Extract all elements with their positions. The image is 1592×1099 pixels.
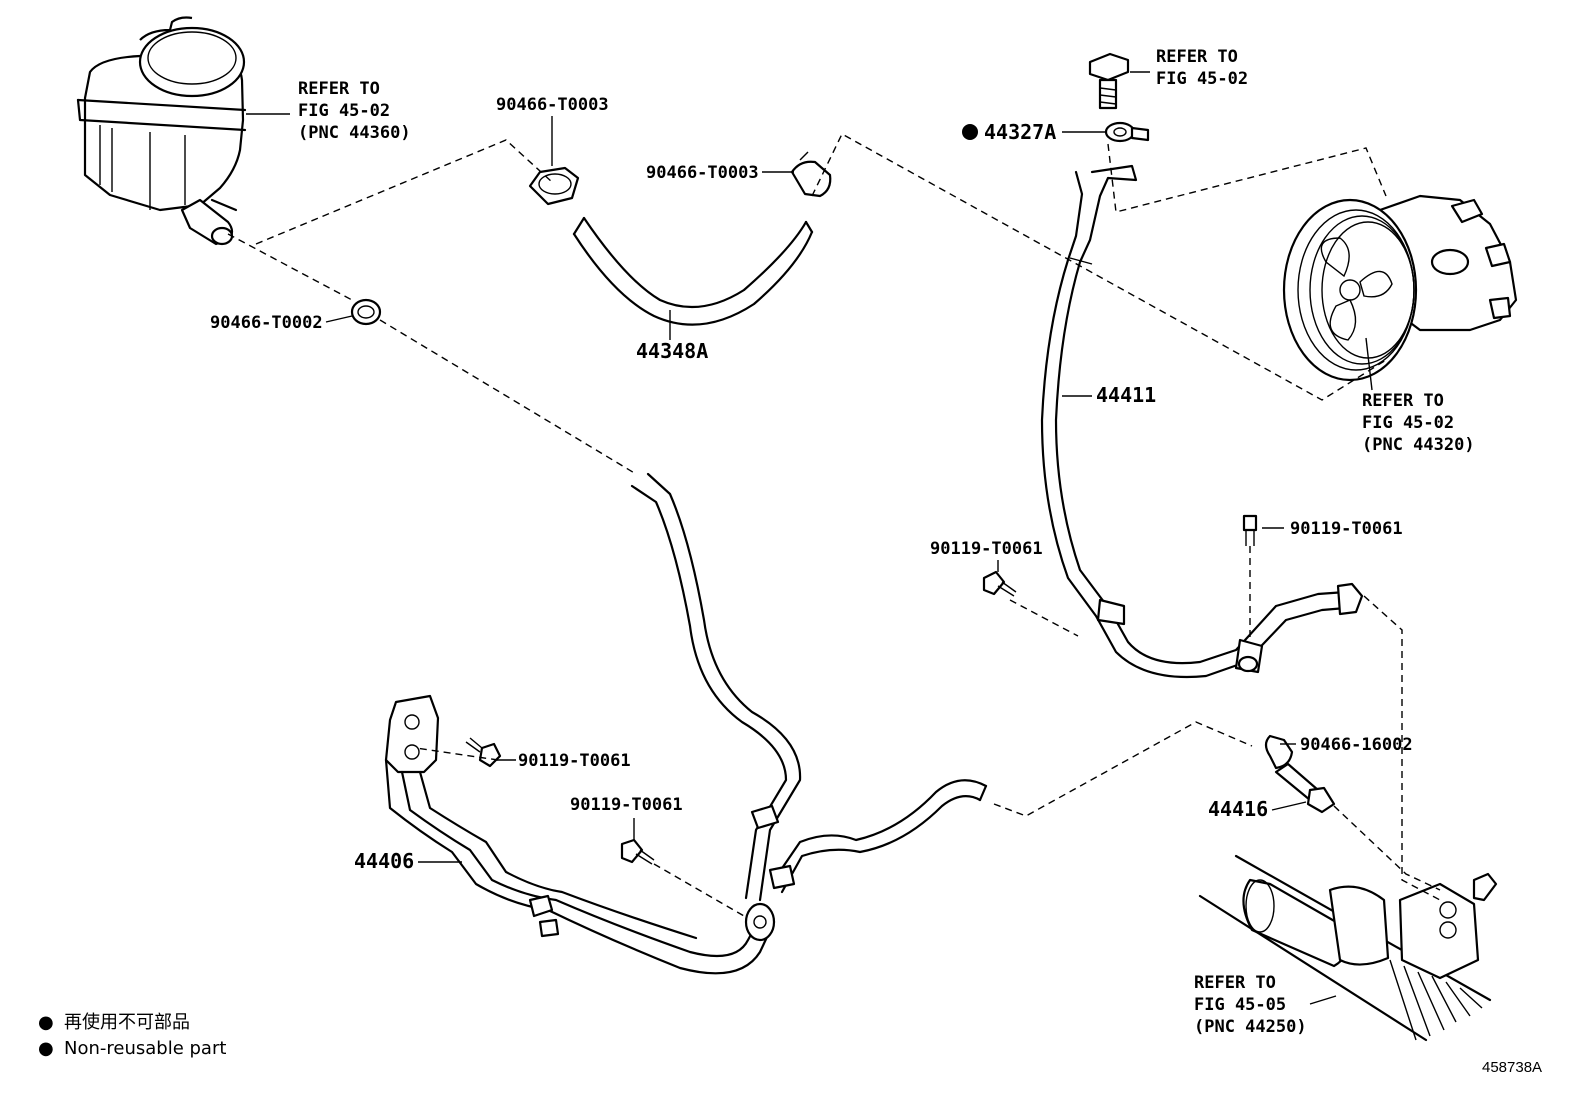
label-return-tube-44406: 44406 — [354, 849, 414, 873]
power-steering-pump[interactable] — [1282, 194, 1518, 382]
reservoir-ref-line2: FIG 45-02 — [298, 101, 390, 121]
return-hose-lower[interactable] — [768, 779, 988, 894]
hose-44348a[interactable] — [572, 216, 814, 326]
pump-ref-line3: (PNC 44320) — [1362, 435, 1475, 455]
gear-ref-line1: REFER TO — [1194, 973, 1276, 993]
non-reusable-marker — [962, 124, 978, 140]
label-bolt-t0061-c: 90119-T0061 — [518, 751, 631, 771]
label-bolt-t0061-d: 90119-T0061 — [570, 795, 683, 815]
connection-lines — [227, 133, 1441, 917]
pump-ref-line1: REFER TO — [1362, 391, 1444, 411]
bolt-90119-t0061-a[interactable] — [982, 570, 1017, 597]
gear-ref-line2: FIG 45-05 — [1194, 995, 1286, 1015]
clip-90466-t0003-right[interactable] — [790, 151, 832, 198]
bolt-90119-t0061-c[interactable] — [465, 737, 502, 768]
bolt-ref-line2: FIG 45-02 — [1156, 69, 1248, 89]
reservoir-ref-line1: REFER TO — [298, 79, 380, 99]
label-union-44416: 44416 — [1208, 797, 1268, 821]
label-pressure-tube-44411: 44411 — [1096, 383, 1156, 407]
legend-bullet-en: ● — [38, 1038, 54, 1059]
reservoir-reference-label: REFER TO FIG 45-02 (PNC 44360) — [298, 79, 411, 143]
legend-text-en: Non-reusable part — [64, 1038, 226, 1059]
bolt-reference-label: REFER TO FIG 45-02 — [1156, 47, 1248, 89]
legend-bullet-jp: ● — [38, 1012, 54, 1033]
bolt-90119-t0061-b[interactable] — [1242, 514, 1258, 546]
bolt-ref-line1: REFER TO — [1156, 47, 1238, 67]
return-hose-upper[interactable] — [630, 472, 802, 902]
gear-ref-line3: (PNC 44250) — [1194, 1017, 1307, 1037]
label-clip-16002: 90466-16002 — [1300, 735, 1413, 755]
steering-gear[interactable] — [1198, 854, 1498, 1042]
figure-id: 458738A — [1482, 1059, 1542, 1076]
union-44416[interactable] — [1274, 762, 1336, 814]
return-tube-44406[interactable] — [384, 694, 776, 975]
clip-90466-t0002[interactable] — [350, 298, 382, 326]
clip-90466-t0003-left[interactable] — [528, 166, 580, 206]
label-clip-t0002: 90466-T0002 — [210, 313, 323, 333]
gasket-44327a[interactable] — [1104, 121, 1150, 143]
label-clip-t0003-left: 90466-T0003 — [496, 95, 609, 115]
leader-lines — [246, 71, 1373, 1005]
label-bolt-t0061-a: 90119-T0061 — [930, 539, 1043, 559]
pump-reference-label: REFER TO FIG 45-02 (PNC 44320) — [1362, 391, 1475, 455]
union-bolt-top[interactable] — [1088, 52, 1130, 110]
label-clip-t0003-right: 90466-T0003 — [646, 163, 759, 183]
reservoir-ref-line3: (PNC 44360) — [298, 123, 411, 143]
legend: ● 再使用不可部品 ● Non-reusable part — [38, 1012, 226, 1059]
gear-reference-label: REFER TO FIG 45-05 (PNC 44250) — [1194, 973, 1307, 1037]
bolt-90119-t0061-d[interactable] — [620, 838, 655, 865]
pump-ref-line2: FIG 45-02 — [1362, 413, 1454, 433]
label-gasket-44327a: 44327A — [984, 120, 1056, 144]
reservoir-tank[interactable] — [76, 16, 247, 246]
legend-text-jp: 再使用不可部品 — [64, 1012, 190, 1033]
label-hose-44348a: 44348A — [636, 339, 708, 363]
label-bolt-t0061-b: 90119-T0061 — [1290, 519, 1403, 539]
pressure-tube-44411[interactable] — [1040, 164, 1364, 679]
